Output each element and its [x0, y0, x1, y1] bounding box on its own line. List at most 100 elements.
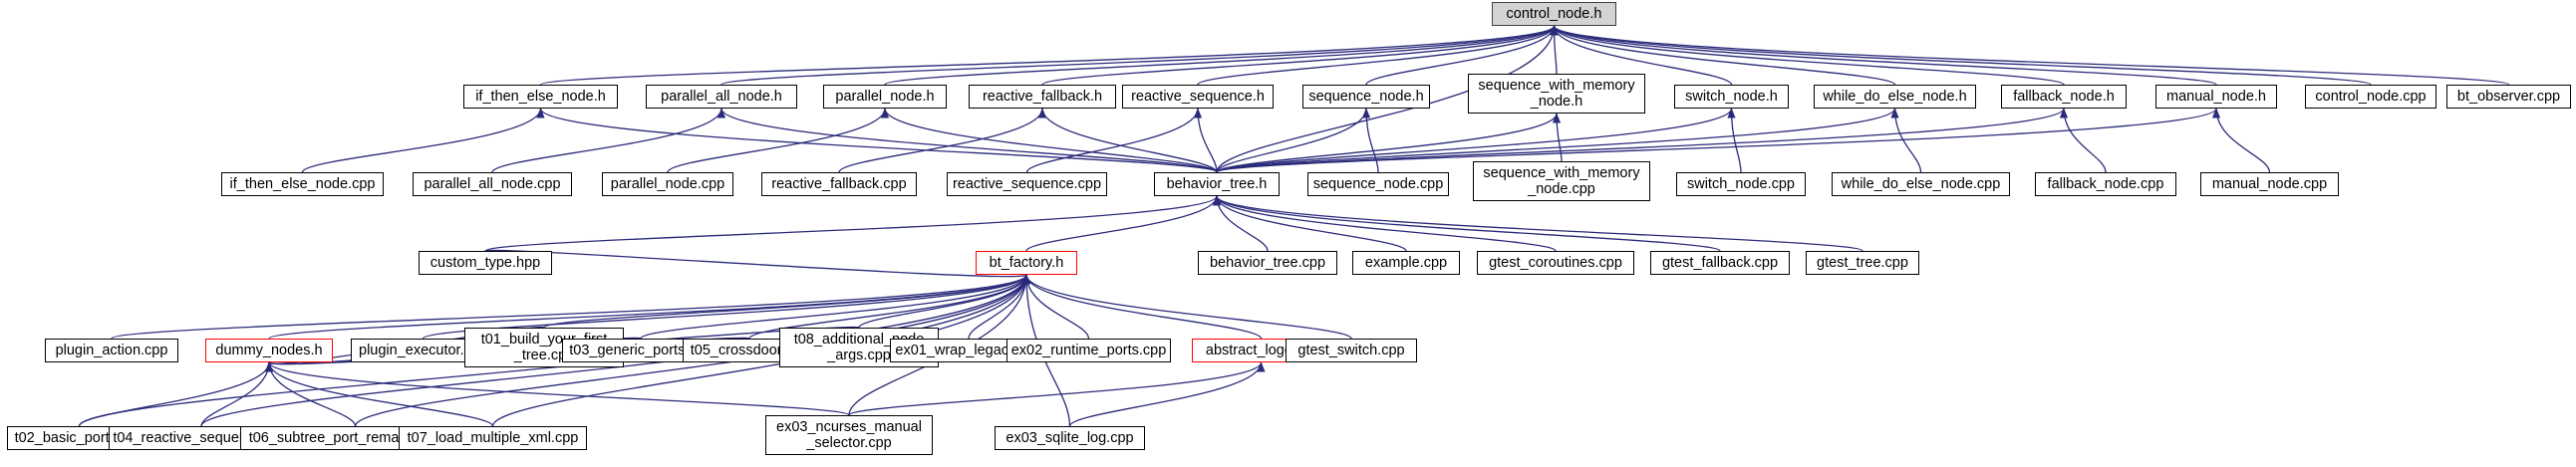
- graph-edge: [1216, 25, 1559, 173]
- graph-edge: [720, 25, 1559, 86]
- graph-node-switch-node-cpp[interactable]: switch_node.cpp: [1676, 172, 1806, 196]
- graph-edge: [1727, 108, 1742, 173]
- graph-edge: [1365, 25, 1559, 86]
- graph-node-label: reactive_fallback.cpp: [771, 175, 907, 192]
- graph-node-reactive-sequence-cpp[interactable]: reactive_sequence.cpp: [947, 172, 1107, 196]
- graph-node-label: fallback_node.cpp: [2047, 175, 2164, 192]
- graph-node-label: sequence_with_memory _node.h: [1478, 77, 1635, 110]
- edge-group: [78, 25, 2510, 427]
- graph-node-dummy-nodes-h[interactable]: dummy_nodes.h: [205, 339, 333, 362]
- graph-edge: [1038, 108, 1218, 173]
- graph-node-sequence-with-memory-node-cpp[interactable]: sequence_with_memory _node.cpp: [1473, 161, 1650, 201]
- graph-edge: [858, 274, 1030, 329]
- graph-node-custom-type-hpp[interactable]: custom_type.hpp: [419, 251, 552, 275]
- graph-edge: [536, 108, 1218, 173]
- graph-edge: [1216, 108, 2220, 173]
- graph-node-label: control_node.cpp: [2315, 88, 2427, 105]
- graph-edge: [968, 274, 1030, 340]
- graph-node-label: behavior_tree.cpp: [1209, 254, 1326, 271]
- graph-edge: [484, 249, 1030, 285]
- graph-node-parallel-node-cpp[interactable]: parallel_node.cpp: [602, 172, 733, 196]
- graph-node-label: bt_factory.h: [989, 254, 1064, 271]
- graph-edge: [1197, 25, 1559, 86]
- graph-edge: [1022, 274, 1090, 340]
- graph-node-reactive-fallback-h[interactable]: reactive_fallback.h: [969, 85, 1116, 109]
- graph-node-label: ex03_sqlite_log.cpp: [1005, 429, 1134, 446]
- graph-node-ex02-runtime-ports-cpp[interactable]: ex02_runtime_ports.cpp: [1006, 339, 1171, 362]
- graph-node-label: sequence_node.h: [1308, 88, 1424, 105]
- graph-node-if-then-else-node-cpp[interactable]: if_then_else_node.cpp: [221, 172, 384, 196]
- graph-edge: [1068, 361, 1266, 427]
- graph-node-switch-node-h[interactable]: switch_node.h: [1674, 85, 1789, 109]
- graph-node-label: gtest_coroutines.cpp: [1489, 254, 1622, 271]
- graph-edge: [200, 361, 273, 427]
- graph-node-sequence-node-h[interactable]: sequence_node.h: [1302, 85, 1430, 109]
- graph-edge: [881, 108, 1218, 173]
- graph-node-label: example.cpp: [1364, 254, 1448, 271]
- graph-node-label: ex01_wrap_legacy.cpp: [895, 342, 1042, 358]
- graph-node-parallel-all-node-h[interactable]: parallel_all_node.h: [646, 85, 797, 109]
- graph-edge: [1550, 25, 2065, 86]
- graph-node-label: control_node.h: [1506, 5, 1602, 22]
- graph-node-label: gtest_tree.cpp: [1817, 254, 1908, 271]
- graph-node-example-cpp[interactable]: example.cpp: [1352, 251, 1460, 275]
- graph-node-fallback-node-cpp[interactable]: fallback_node.cpp: [2035, 172, 2176, 196]
- graph-node-bt-observer-cpp[interactable]: bt_observer.cpp: [2446, 85, 2571, 109]
- graph-edge: [1550, 25, 2510, 86]
- graph-node-control-node-cpp[interactable]: control_node.cpp: [2305, 85, 2436, 109]
- graph-edge: [717, 108, 1218, 173]
- graph-node-control-node-h[interactable]: control_node.h: [1492, 2, 1616, 26]
- graph-node-label: t03_generic_ports.cpp: [569, 342, 713, 358]
- graph-node-label: reactive_fallback.h: [982, 88, 1103, 105]
- graph-edge: [667, 108, 889, 173]
- graph-node-parallel-all-node-cpp[interactable]: parallel_all_node.cpp: [413, 172, 572, 196]
- graph-node-gtest-coroutines-cpp[interactable]: gtest_coroutines.cpp: [1477, 251, 1634, 275]
- graph-node-behavior-tree-cpp[interactable]: behavior_tree.cpp: [1198, 251, 1337, 275]
- graph-edge: [1553, 113, 1563, 162]
- graph-edge: [2060, 108, 2107, 173]
- graph-node-gtest-switch-cpp[interactable]: gtest_switch.cpp: [1286, 339, 1417, 362]
- graph-node-while-do-else-node-h[interactable]: while_do_else_node.h: [1814, 85, 1976, 109]
- graph-node-t02-basic-ports-cpp[interactable]: t02_basic_ports.cpp: [7, 426, 151, 450]
- graph-node-plugin-action-cpp[interactable]: plugin_action.cpp: [45, 339, 178, 362]
- graph-node-t01-build-your-first-tree-cpp[interactable]: t01_build_your_first _tree.cpp: [464, 328, 624, 367]
- graph-node-label: manual_node.cpp: [2211, 175, 2328, 192]
- graph-edge: [265, 361, 494, 427]
- graph-node-label: parallel_node.cpp: [610, 175, 725, 192]
- graph-node-manual-node-cpp[interactable]: manual_node.cpp: [2200, 172, 2339, 196]
- graph-node-parallel-node-h[interactable]: parallel_node.h: [823, 85, 947, 109]
- graph-edge: [1022, 274, 1352, 340]
- graph-edge: [1550, 25, 2217, 86]
- graph-node-ex03-sqlite-log-cpp[interactable]: ex03_sqlite_log.cpp: [995, 426, 1145, 450]
- graph-node-manual-node-h[interactable]: manual_node.h: [2155, 85, 2277, 109]
- graph-node-label: reactive_sequence.h: [1131, 88, 1265, 105]
- graph-node-reactive-fallback-cpp[interactable]: reactive_fallback.cpp: [761, 172, 917, 196]
- graph-edge: [2212, 108, 2271, 173]
- graph-edge: [1550, 25, 1896, 86]
- graph-node-if-then-else-node-h[interactable]: if_then_else_node.h: [463, 85, 618, 109]
- graph-edge: [1550, 25, 2372, 86]
- graph-node-behavior-tree-h[interactable]: behavior_tree.h: [1154, 172, 1280, 196]
- graph-node-label: switch_node.cpp: [1686, 175, 1795, 192]
- graph-edge: [1216, 113, 1561, 173]
- graph-node-gtest-fallback-cpp[interactable]: gtest_fallback.cpp: [1650, 251, 1790, 275]
- graph-node-fallback-node-h[interactable]: fallback_node.h: [2001, 85, 2127, 109]
- graph-edge: [1216, 108, 1736, 173]
- graph-node-while-do-else-node-cpp[interactable]: while_do_else_node.cpp: [1832, 172, 2010, 196]
- graph-node-sequence-node-cpp[interactable]: sequence_node.cpp: [1307, 172, 1449, 196]
- graph-node-label: parallel_all_node.h: [661, 88, 782, 105]
- graph-edge: [200, 274, 1030, 427]
- graph-edge: [265, 361, 850, 416]
- graph-node-t07-load-multiple-xml-cpp[interactable]: t07_load_multiple_xml.cpp: [399, 426, 587, 450]
- graph-edge: [848, 361, 1266, 416]
- graph-edge: [543, 274, 1030, 329]
- graph-node-reactive-sequence-h[interactable]: reactive_sequence.h: [1122, 85, 1274, 109]
- graph-edge: [1216, 108, 1370, 173]
- graph-edge: [78, 361, 273, 427]
- graph-edge: [1041, 25, 1559, 86]
- graph-node-sequence-with-memory-node-h[interactable]: sequence_with_memory _node.h: [1468, 74, 1645, 114]
- graph-node-gtest-tree-cpp[interactable]: gtest_tree.cpp: [1806, 251, 1919, 275]
- graph-node-ex03-ncurses-manual-selector-cpp[interactable]: ex03_ncurses_manual _selector.cpp: [765, 415, 933, 455]
- graph-node-bt-factory-h[interactable]: bt_factory.h: [976, 251, 1077, 275]
